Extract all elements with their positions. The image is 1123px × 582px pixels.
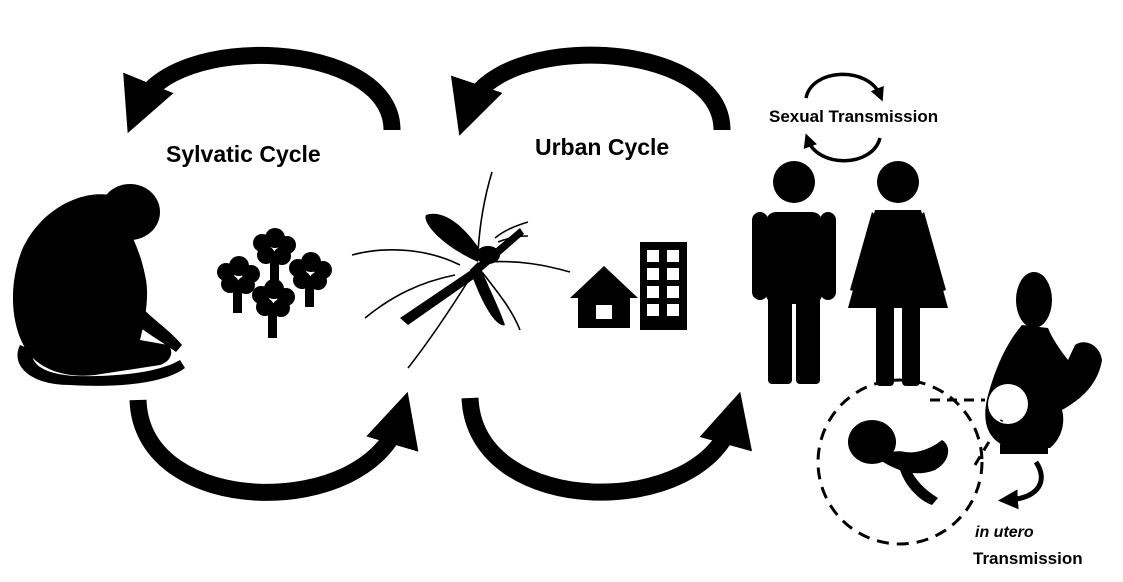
in-utero-label: in utero xyxy=(975,524,1034,541)
in-utero-transmission-label: Transmission xyxy=(973,549,1083,568)
urban-cycle-label: Urban Cycle xyxy=(535,134,670,160)
sylvatic-bottom-arrow xyxy=(129,391,419,501)
urban-top-arrow xyxy=(451,46,731,136)
sylvatic-top-arrow xyxy=(123,46,401,134)
trees-icon xyxy=(217,228,332,338)
sylvatic-cycle-label: Sylvatic Cycle xyxy=(166,141,321,167)
in-utero-arrow xyxy=(998,460,1044,510)
pregnant-woman-icon xyxy=(985,272,1102,454)
dashed-connector-bottom xyxy=(973,419,1004,466)
woman-icon xyxy=(848,161,948,386)
fetus-circle xyxy=(816,378,984,546)
man-icon xyxy=(752,161,836,384)
fetus-icon xyxy=(848,420,949,505)
urban-bottom-arrow xyxy=(461,391,752,501)
sexual-arrow-bottom xyxy=(803,133,882,163)
sexual-transmission-label: Sexual Transmission xyxy=(769,107,939,126)
sexual-arrow-top xyxy=(804,72,884,102)
buildings-icon xyxy=(570,242,687,330)
monkey-icon xyxy=(12,184,185,386)
mosquito-icon xyxy=(351,171,571,369)
